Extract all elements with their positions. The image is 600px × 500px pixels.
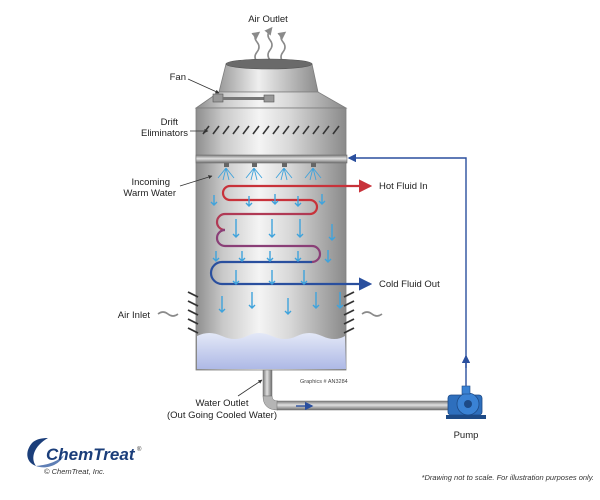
brand-name: ChemTreat: [46, 445, 136, 464]
graphics-id: Graphics # AN3284: [300, 379, 348, 385]
water-outlet-label-1: Water Outlet: [196, 398, 249, 409]
brand-copyright: © ChemTreat, Inc.: [44, 467, 105, 476]
air-inlet-louvers-left: [187, 291, 199, 334]
fan-motor-icon: [212, 93, 275, 103]
incoming-warm-water-label-2: Warm Water: [123, 188, 176, 199]
air-outlet-label: Air Outlet: [248, 14, 288, 25]
incoming-pointer: [179, 175, 213, 187]
tower-body: [195, 107, 347, 371]
heat-exchange-coil: [209, 179, 373, 291]
pump-label: Pump: [454, 430, 479, 441]
incoming-warm-water-label-1: Incoming: [131, 177, 170, 188]
hot-fluid-in-label: Hot Fluid In: [379, 181, 428, 192]
brand-trademark: ®: [137, 446, 142, 453]
spray-header-pipe: [195, 154, 348, 164]
water-outlet-pipe: [262, 369, 456, 411]
spray-nozzles: [224, 163, 316, 167]
pump-icon: [446, 385, 486, 419]
air-inlet-arrow-right: [361, 311, 383, 317]
fan-label: Fan: [170, 72, 186, 83]
air-outlet-arrows: [251, 26, 287, 63]
water-flow-arrows: [210, 194, 344, 315]
drift-eliminators-label-2: Eliminators: [141, 128, 188, 139]
water-outlet-pointer: [237, 379, 263, 397]
fan-pointer: [187, 78, 220, 94]
air-inlet-label: Air Inlet: [118, 310, 151, 321]
basin-water: [197, 333, 346, 369]
air-inlet-arrow-left: [157, 311, 179, 317]
air-inlet-louvers-right: [343, 291, 355, 334]
chemtreat-logo: [27, 438, 64, 468]
cold-fluid-out-label: Cold Fluid Out: [379, 279, 440, 290]
water-outlet-label-2: (Out Going Cooled Water): [167, 410, 277, 421]
spray-fans: [217, 167, 322, 181]
recirculation-line: [347, 153, 467, 386]
drift-eliminators-label-1: Drift: [161, 117, 179, 128]
footnote: *Drawing not to scale. For illustration …: [422, 473, 594, 482]
